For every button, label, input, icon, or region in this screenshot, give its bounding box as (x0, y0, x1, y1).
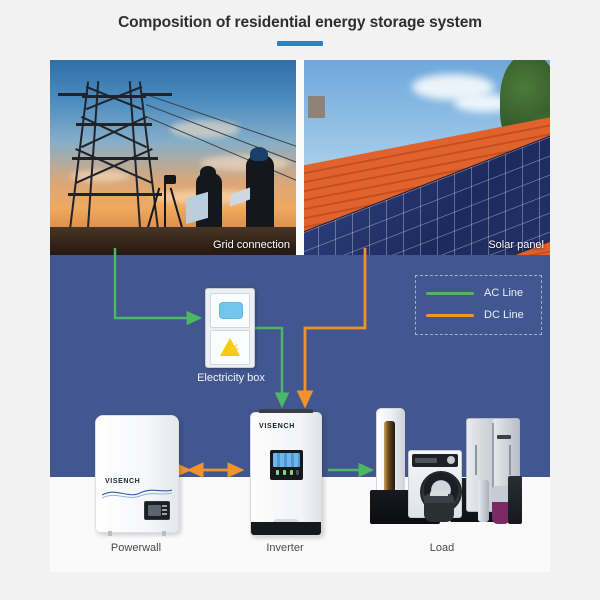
survey-tripod (145, 175, 185, 233)
inverter-display[interactable] (270, 450, 303, 480)
page-title: Composition of residential energy storag… (118, 14, 482, 31)
device-inverter[interactable]: VISENCH (250, 409, 322, 536)
lightning-bolt-icon: ⚡ (228, 345, 241, 356)
electricity-box-meter-panel (210, 293, 250, 328)
electricity-box[interactable]: ⚡ (205, 288, 255, 368)
washing-machine-icon (408, 450, 462, 518)
electricity-box-label: Electricity box (197, 372, 265, 384)
warning-triangle-icon (220, 338, 240, 356)
legend-swatch-ac-line (426, 292, 474, 295)
inverter-lcd-screen (273, 453, 300, 467)
line-grid-to-electricity-box (113, 248, 203, 326)
meter-display-icon (219, 302, 243, 319)
title-underline-accent (277, 41, 323, 46)
legend-label-dc-line: DC Line (484, 309, 524, 321)
device-label-inverter: Inverter (266, 542, 304, 554)
inverter-button-row[interactable] (274, 470, 299, 476)
powerwall-wave-graphic (102, 489, 172, 499)
line-solar-to-inverter (296, 248, 367, 409)
legend-box: AC Line DC Line (415, 275, 542, 335)
rice-cooker-icon (424, 490, 454, 522)
blender-icon (492, 486, 510, 524)
inverter-brand-label: VISENCH (259, 423, 296, 430)
transmission-tower-icon (58, 81, 172, 231)
device-label-powerwall: Powerwall (110, 542, 162, 554)
ground-strip (50, 227, 296, 255)
legend-swatch-dc-line (426, 314, 474, 317)
worker-helmet (200, 166, 216, 179)
powerwall-foot (108, 531, 112, 536)
line-electricity-box-to-inverter (255, 326, 290, 409)
powerwall-foot (162, 531, 166, 536)
device-label-load: Load (429, 542, 455, 554)
legend-label-ac-line: AC Line (484, 287, 524, 299)
photo-solar-panel: Solar panel (304, 60, 550, 255)
thermos-icon (478, 480, 489, 522)
washer-control-panel (412, 454, 458, 467)
device-powerwall[interactable]: VISENCH (95, 415, 179, 536)
chimney-shape (308, 96, 325, 118)
worker-helmet (250, 147, 268, 161)
powerwall-display (144, 501, 170, 520)
diagram-card: Grid connection Solar panel AC Line (50, 60, 550, 572)
connection-lines (113, 248, 375, 478)
powerwall-brand-label: VISENCH (105, 478, 141, 485)
inverter-base (251, 522, 321, 535)
inverter-top-cap (259, 409, 313, 413)
small-appliance-box (508, 476, 522, 524)
electricity-box-warning-panel: ⚡ (210, 330, 250, 365)
photo-grid-connection: Grid connection (50, 60, 296, 255)
cloud-shape (454, 94, 514, 112)
worker-silhouette (246, 155, 274, 231)
device-load-group[interactable] (362, 408, 522, 534)
photo-caption-grid: Grid connection (212, 239, 290, 251)
photo-caption-solar: Solar panel (488, 239, 544, 251)
